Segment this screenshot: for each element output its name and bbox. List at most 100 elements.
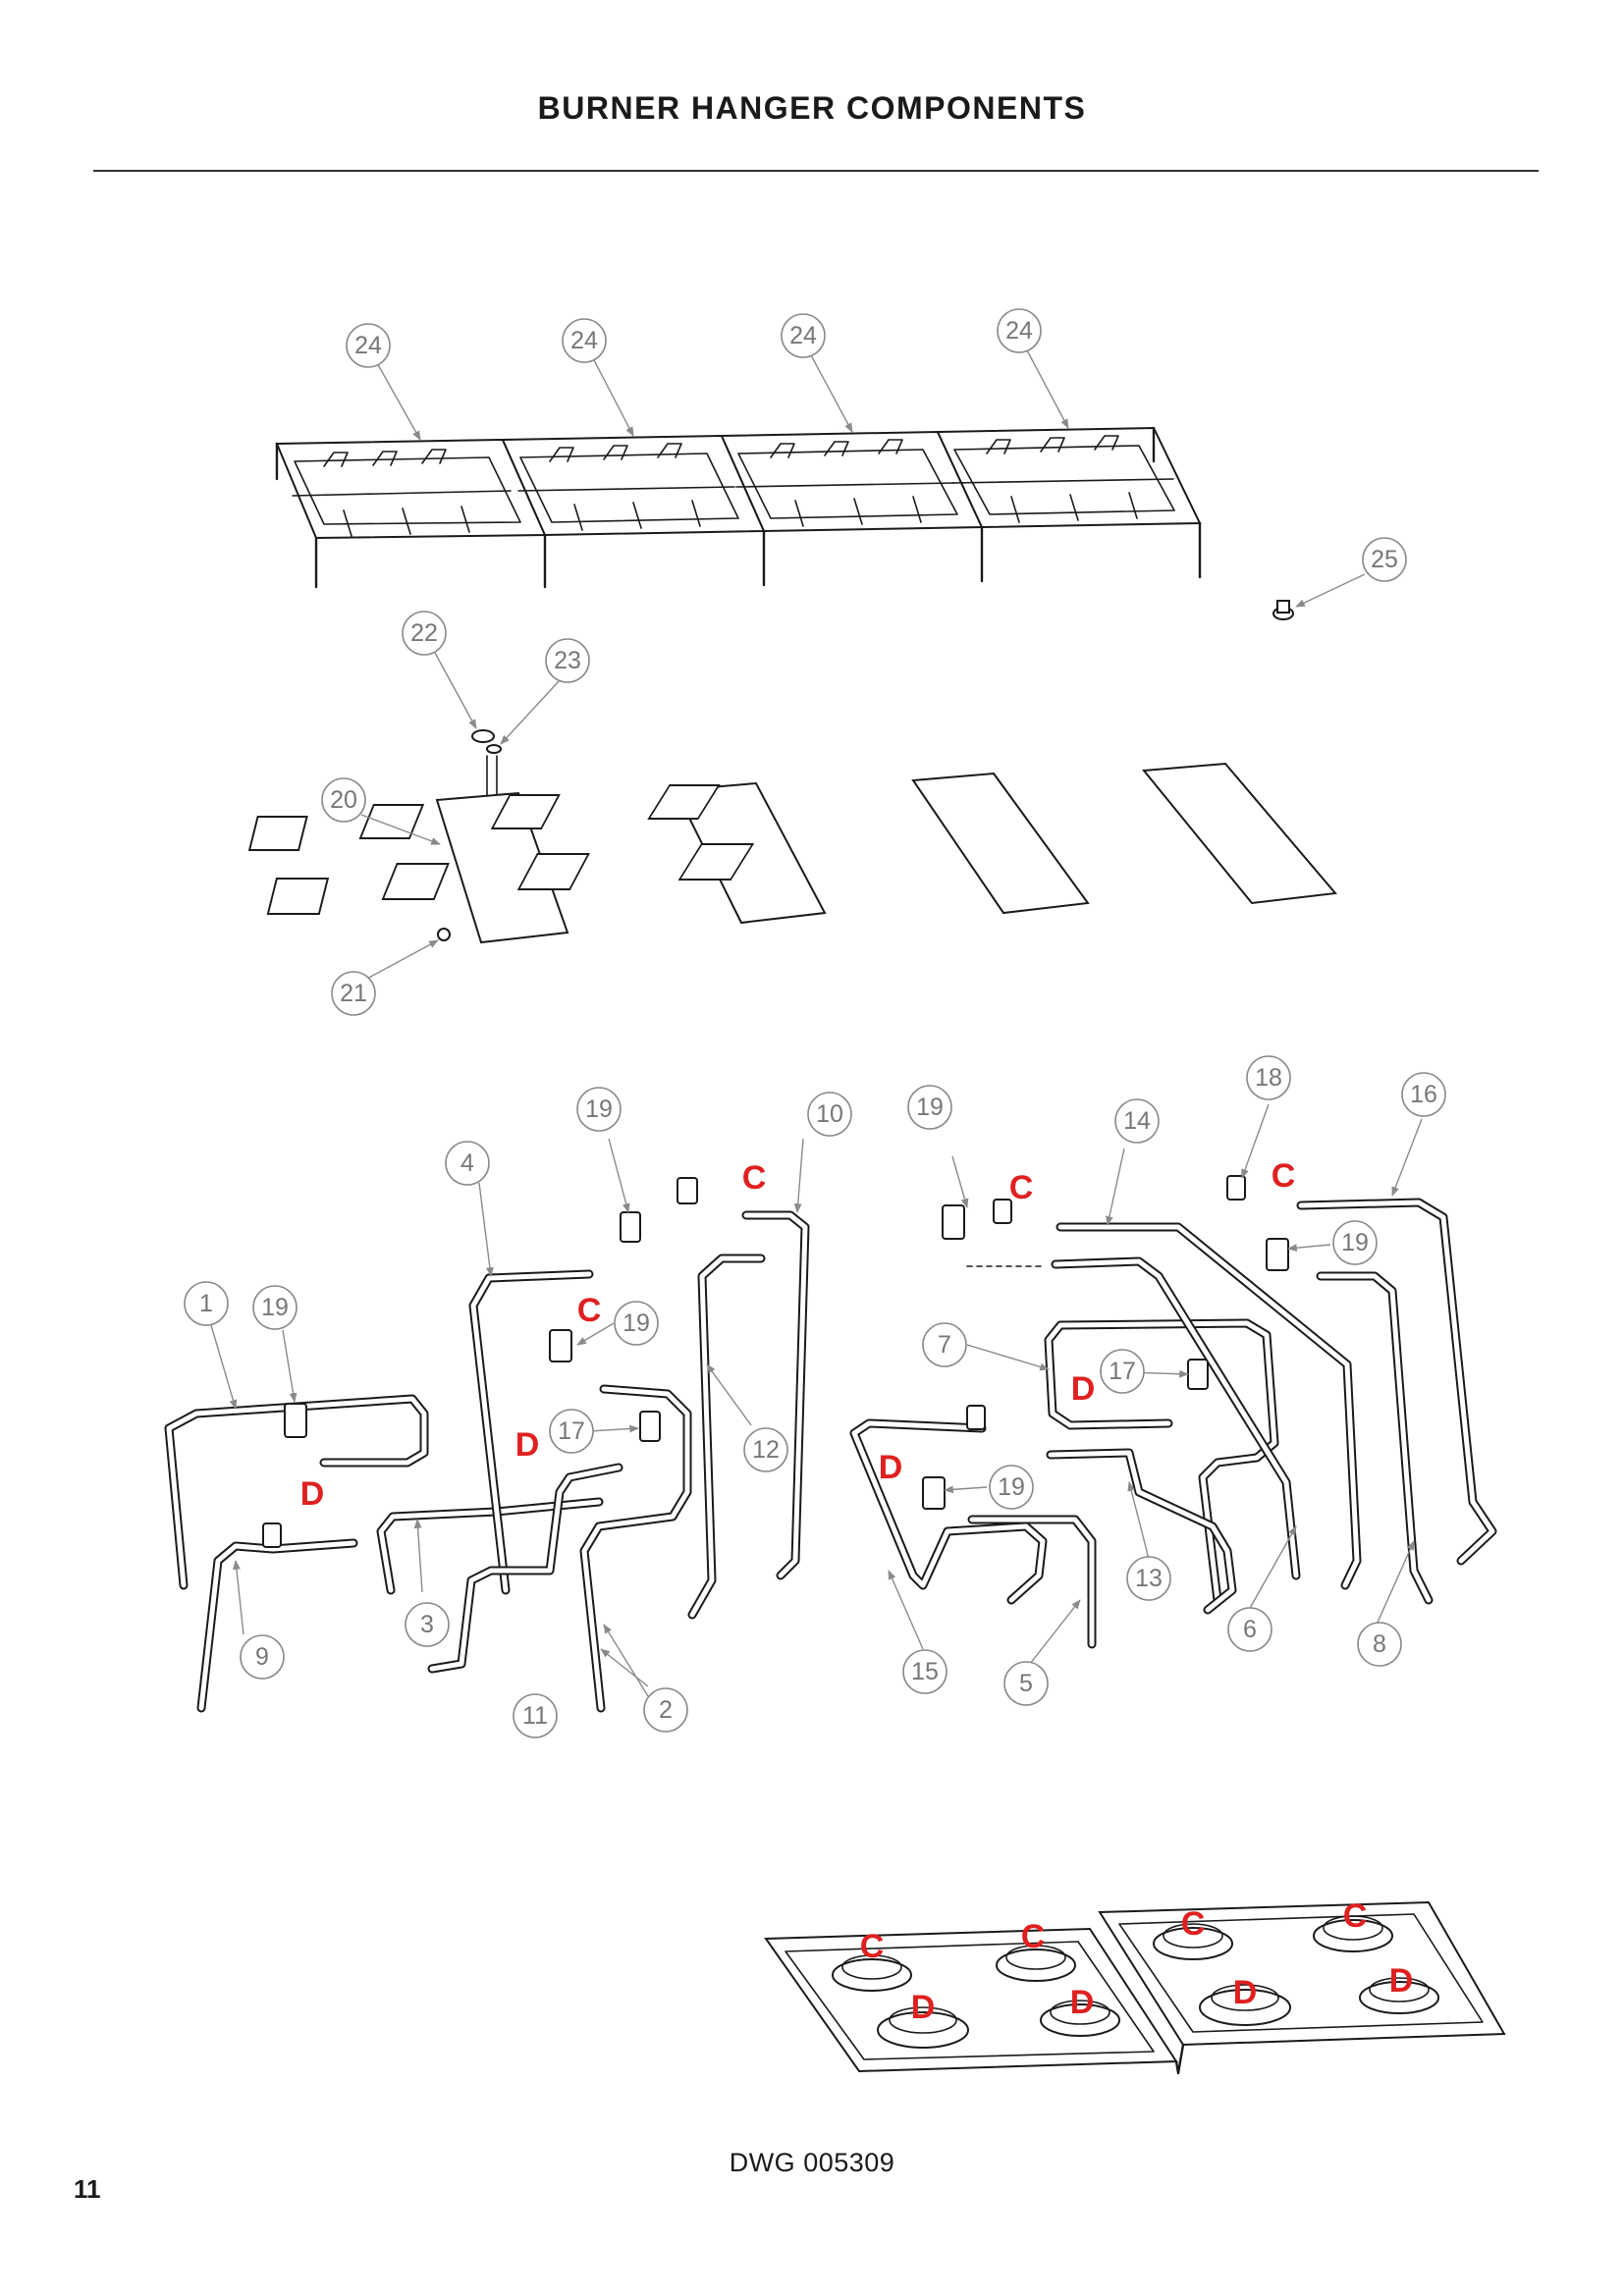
grate-3 <box>720 430 984 583</box>
callout-24a: 24 <box>346 323 391 368</box>
tag-c: C <box>1181 1905 1206 1943</box>
callout-24c: 24 <box>781 313 826 358</box>
svg-text:2: 2 <box>659 1696 673 1724</box>
svg-text:19: 19 <box>1341 1229 1369 1256</box>
elbow-fittings <box>262 1175 1289 1548</box>
svg-text:15: 15 <box>911 1658 939 1685</box>
grate-assembly <box>275 426 1202 589</box>
svg-text:25: 25 <box>1371 546 1398 573</box>
callout-19c: 19 <box>614 1301 659 1346</box>
callout-24b: 24 <box>562 318 607 363</box>
callout-6: 6 <box>1227 1607 1272 1652</box>
svg-text:24: 24 <box>789 322 817 349</box>
burner-caps <box>832 1915 1439 2049</box>
grate-4 <box>936 426 1202 579</box>
callout-25: 25 <box>1362 537 1407 582</box>
drawing-number: DWG 005309 <box>729 2148 895 2177</box>
svg-text:3: 3 <box>420 1611 434 1638</box>
hanger-2 <box>358 781 827 925</box>
page-title: BURNER HANGER COMPONENTS <box>537 90 1087 126</box>
svg-text:24: 24 <box>1005 317 1033 345</box>
callout-7: 7 <box>922 1322 967 1367</box>
svg-text:12: 12 <box>752 1436 780 1464</box>
callout-1: 1 <box>184 1281 229 1326</box>
callout-19f: 19 <box>989 1465 1034 1510</box>
grate-1 <box>275 438 547 589</box>
svg-text:14: 14 <box>1123 1107 1151 1135</box>
tag-d: D <box>300 1475 325 1513</box>
callout-19b: 19 <box>576 1087 622 1132</box>
callout-5: 5 <box>1003 1661 1049 1706</box>
tag-c: C <box>1021 1918 1046 1955</box>
tag-d: D <box>879 1449 903 1486</box>
callout-14: 14 <box>1114 1098 1160 1144</box>
callout-13: 13 <box>1126 1556 1171 1601</box>
callout-20: 20 <box>321 777 366 823</box>
callout-23: 23 <box>545 638 590 683</box>
o-ring-small <box>486 744 502 754</box>
o-ring-guide <box>486 755 498 801</box>
svg-text:11: 11 <box>522 1702 548 1730</box>
callout-21: 21 <box>331 971 376 1016</box>
callout-10: 10 <box>807 1092 852 1137</box>
svg-text:5: 5 <box>1019 1670 1033 1697</box>
tag-d: D <box>1071 1370 1096 1408</box>
svg-text:18: 18 <box>1255 1064 1282 1092</box>
hanger-1 <box>247 791 569 944</box>
leader-lines <box>210 347 1423 1697</box>
callout-8: 8 <box>1357 1622 1402 1667</box>
callout-19a: 19 <box>252 1285 298 1330</box>
tag-d: D <box>1389 1962 1414 2000</box>
callout-12: 12 <box>743 1427 788 1472</box>
callout-19d: 19 <box>907 1085 952 1130</box>
svg-text:9: 9 <box>255 1643 269 1671</box>
grate-foot <box>1272 600 1294 620</box>
tag-c: C <box>1272 1157 1296 1195</box>
svg-text:24: 24 <box>354 332 382 359</box>
callout-22: 22 <box>402 611 447 656</box>
tag-c: C <box>742 1159 767 1197</box>
tag-c: C <box>577 1292 602 1329</box>
title-divider <box>93 170 1539 172</box>
tag-d: D <box>515 1426 540 1464</box>
svg-text:19: 19 <box>916 1094 944 1121</box>
callout-15: 15 <box>902 1649 947 1694</box>
gas-piping <box>164 1175 1497 1713</box>
svg-text:22: 22 <box>410 619 438 647</box>
callout-24d: 24 <box>997 308 1042 353</box>
hanger-4 <box>647 762 1337 905</box>
callout-19e: 19 <box>1332 1220 1378 1265</box>
svg-text:17: 17 <box>558 1417 585 1445</box>
svg-text:19: 19 <box>261 1294 289 1321</box>
svg-text:4: 4 <box>460 1149 474 1177</box>
svg-text:20: 20 <box>330 786 357 814</box>
page-number: 11 <box>74 2174 101 2204</box>
burner-tray <box>764 1900 1506 2075</box>
svg-text:16: 16 <box>1410 1081 1437 1108</box>
tag-c: C <box>1343 1897 1368 1935</box>
tag-d: D <box>1233 1974 1258 2011</box>
svg-text:10: 10 <box>816 1100 843 1128</box>
svg-text:1: 1 <box>199 1290 213 1317</box>
svg-text:6: 6 <box>1243 1616 1257 1643</box>
callout-2: 2 <box>643 1687 688 1733</box>
hanger-3 <box>490 772 1090 915</box>
callout-18: 18 <box>1246 1055 1291 1100</box>
callout-3: 3 <box>405 1602 450 1647</box>
svg-text:24: 24 <box>570 327 598 354</box>
svg-text:7: 7 <box>938 1331 951 1359</box>
callout-9: 9 <box>240 1634 285 1680</box>
svg-text:19: 19 <box>998 1473 1025 1501</box>
tag-c: C <box>1009 1169 1034 1206</box>
callout-17a: 17 <box>549 1409 594 1454</box>
svg-text:23: 23 <box>554 647 581 674</box>
tag-d: D <box>1070 1984 1095 2021</box>
callout-17b: 17 <box>1100 1349 1145 1394</box>
callout-11: 11 <box>513 1693 558 1738</box>
svg-text:17: 17 <box>1109 1358 1136 1385</box>
callout-4: 4 <box>445 1141 490 1186</box>
o-ring-large <box>471 729 495 743</box>
svg-text:8: 8 <box>1373 1630 1386 1658</box>
svg-text:19: 19 <box>585 1095 613 1123</box>
svg-text:13: 13 <box>1135 1565 1163 1592</box>
